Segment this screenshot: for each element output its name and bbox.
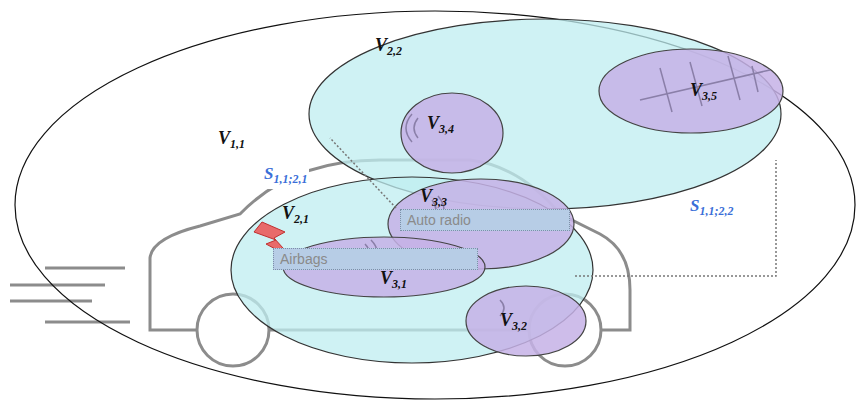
region-ellipse	[15, 11, 855, 399]
region-label: V3,1	[380, 268, 407, 294]
subsystem-region: V3,3V3,1V3,2V2,1	[230, 176, 594, 364]
symbol-index: 3,2	[512, 319, 527, 333]
symbol-index: 3,5	[702, 89, 717, 103]
symbol-letter: V	[380, 268, 392, 288]
symbol-index: 1,1;2,2	[699, 204, 733, 218]
symbol-index: 3,4	[439, 122, 454, 136]
symbol-letter: V	[500, 310, 512, 330]
region-ellipse	[401, 93, 503, 173]
symbol-index: 3,1	[392, 277, 407, 291]
region-ellipse	[466, 286, 586, 356]
region-label: V3,4	[427, 113, 454, 139]
component-region: V3,2	[465, 285, 587, 357]
symbol-letter: V	[690, 80, 702, 100]
symbol-index: 1,1	[230, 137, 245, 151]
region-ellipse	[231, 177, 593, 363]
component-region: V3,5	[598, 48, 784, 134]
region-label: V2,1	[282, 203, 309, 229]
symbol-index: 1,1;2,1	[273, 172, 307, 186]
component-tag: Auto radio	[400, 209, 570, 231]
interface-label: S1,1;2,1	[262, 164, 309, 189]
symbol-letter: V	[427, 113, 439, 133]
symbol-letter: V	[282, 203, 294, 223]
symbol-index: 2,2	[387, 44, 402, 58]
interface-label: S1,1;2,2	[688, 196, 735, 221]
symbol-letter: S	[264, 164, 273, 183]
component-tag: Airbags	[273, 248, 478, 270]
region-label: V1,1	[218, 128, 245, 154]
region-label: V2,2	[375, 35, 402, 61]
symbol-letter: V	[218, 128, 230, 148]
symbol-letter: S	[690, 196, 699, 215]
symbol-letter: V	[375, 35, 387, 55]
symbol-index: 2,1	[294, 212, 309, 226]
region-ellipse	[599, 49, 783, 133]
region-label: V3,5	[690, 80, 717, 106]
symbol-index: 3,3	[432, 195, 447, 209]
symbol-letter: V	[420, 186, 432, 206]
region-label: V3,2	[500, 310, 527, 336]
